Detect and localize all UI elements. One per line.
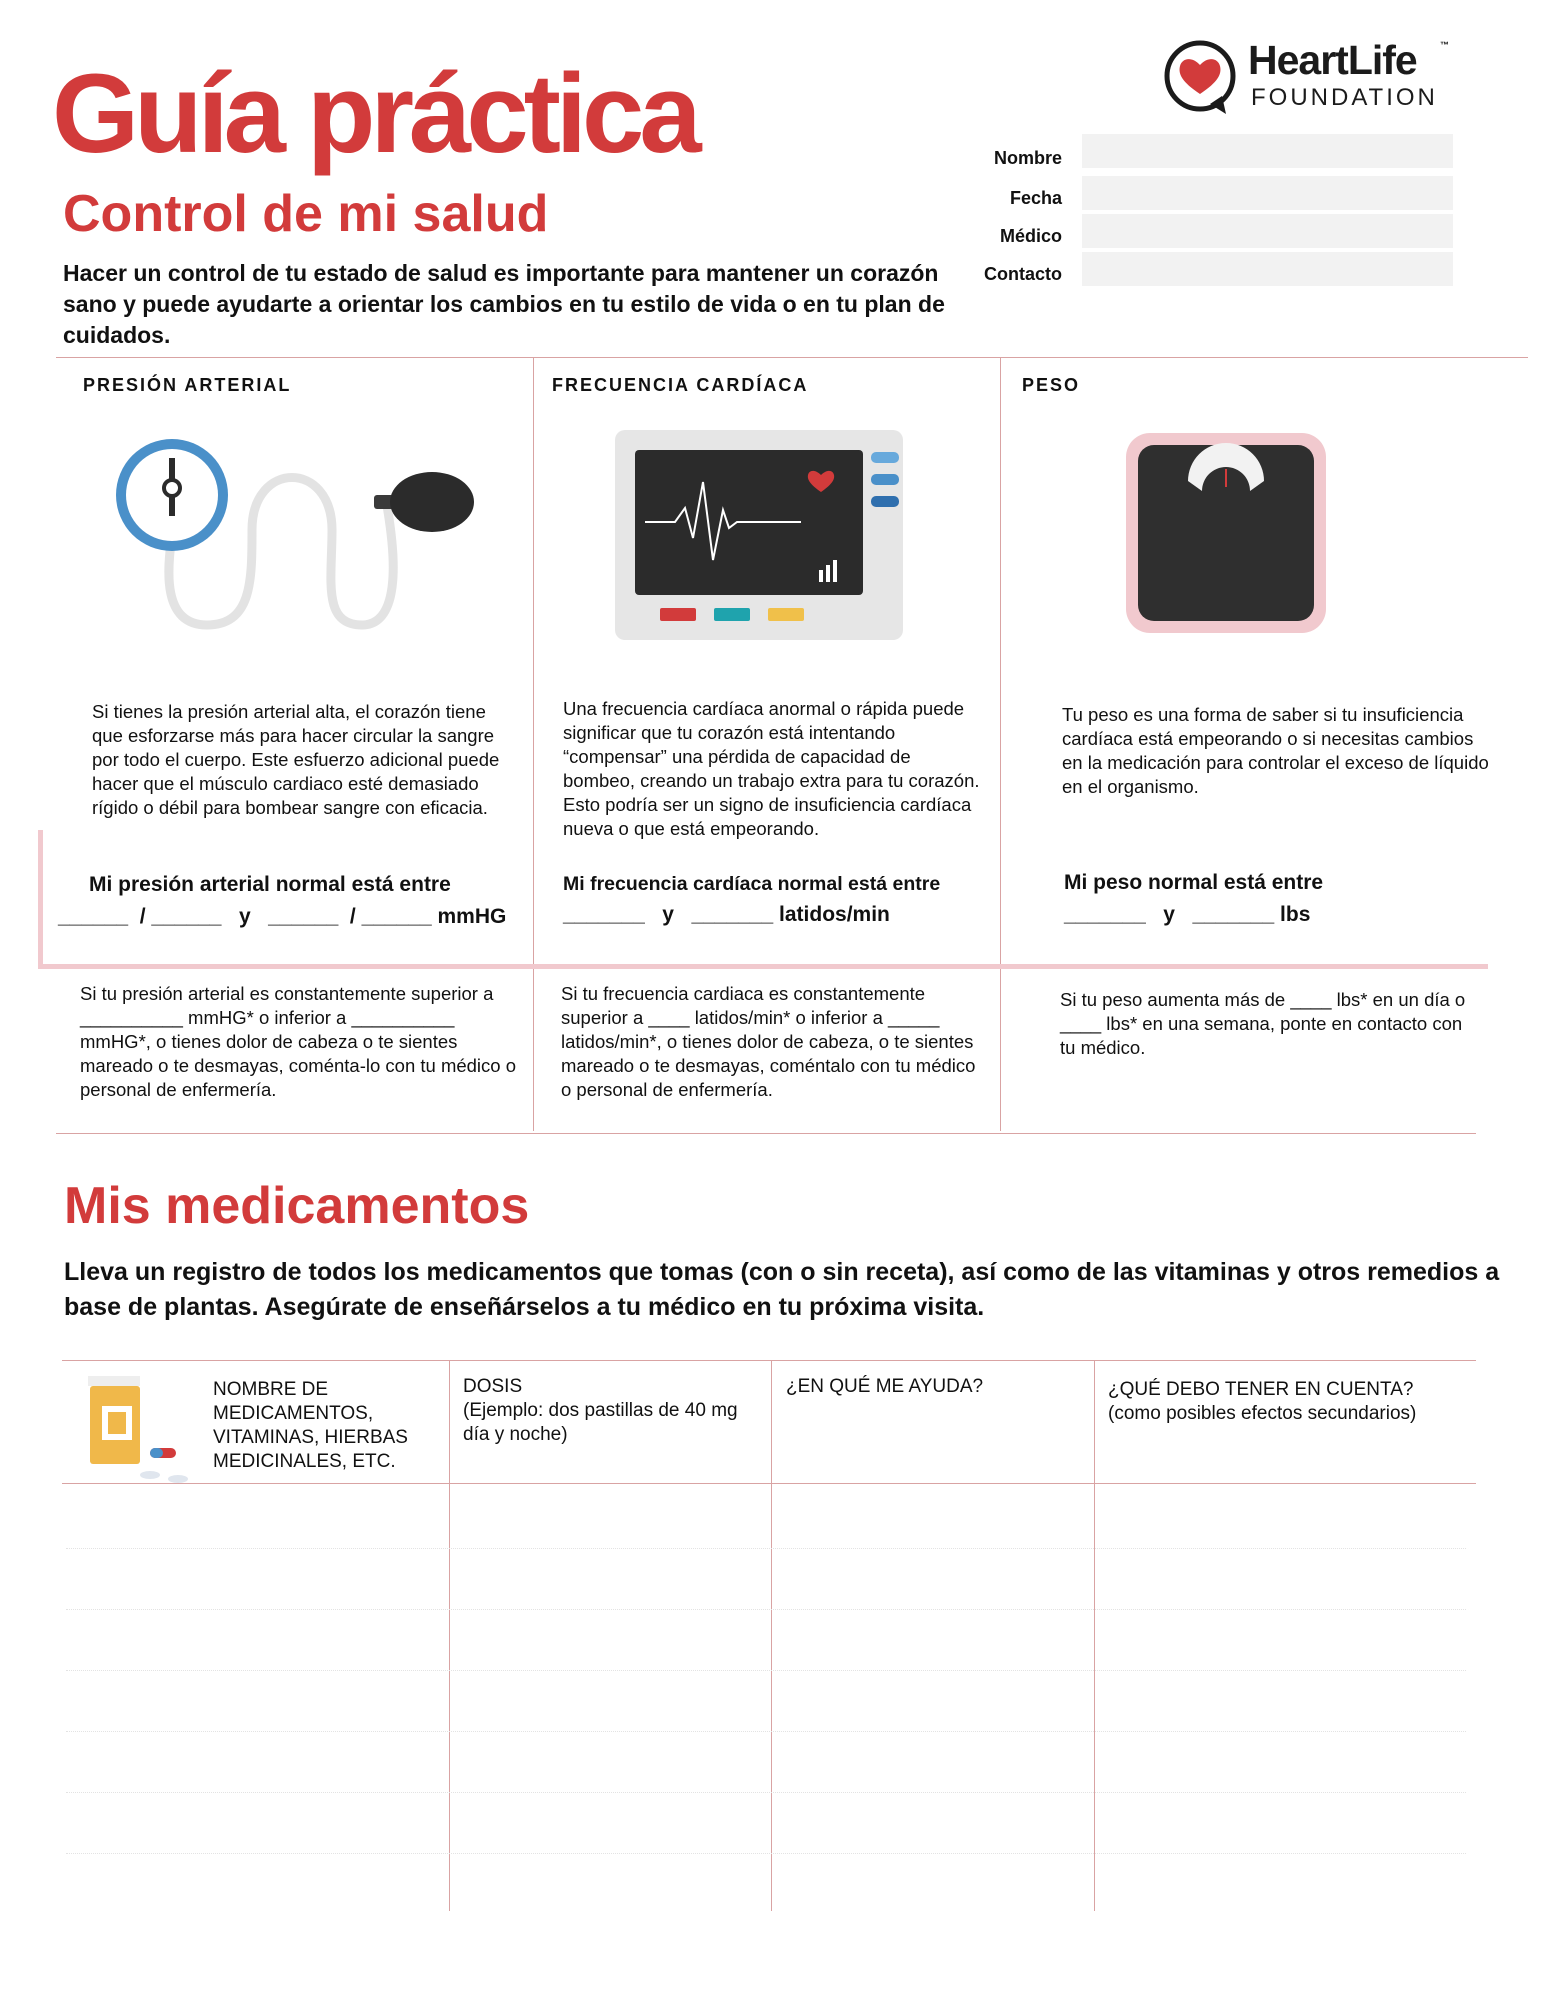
logo-name: HeartLife bbox=[1248, 37, 1418, 83]
blood-pressure-warning: Si tu presión arterial es constantemente… bbox=[80, 983, 517, 1100]
blood-pressure-blanks[interactable]: ______ / ______ y ______ / ______ mmHG bbox=[58, 905, 507, 928]
date-field[interactable] bbox=[1082, 176, 1453, 210]
col-header-considerations-note: (como posibles efectos secundarios) bbox=[1108, 1403, 1417, 1424]
doctor-field[interactable] bbox=[1082, 214, 1453, 248]
pill-bottle-icon bbox=[88, 1376, 188, 1483]
col-header-dosage: DOSIS bbox=[463, 1376, 523, 1397]
divider-col-1 bbox=[533, 358, 534, 1131]
med-table-top-line bbox=[62, 1360, 1476, 1361]
table-row[interactable] bbox=[66, 1670, 1466, 1671]
blood-pressure-monitor-icon bbox=[116, 439, 474, 630]
col-header-considerations: ¿QUÉ DEBO TENER EN CUENTA? bbox=[1108, 1379, 1414, 1400]
name-label: Nombre bbox=[993, 148, 1062, 168]
table-row[interactable] bbox=[66, 1853, 1466, 1854]
date-label: Fecha bbox=[1009, 188, 1062, 208]
pink-band-left bbox=[38, 830, 43, 968]
blood-pressure-heading: PRESIÓN ARTERIAL bbox=[83, 375, 292, 395]
logo-subtitle: FOUNDATION bbox=[1251, 84, 1438, 111]
heart-rate-warning: Si tu frecuencia cardiaca es constanteme… bbox=[561, 983, 976, 1100]
table-row[interactable] bbox=[66, 1548, 1466, 1549]
name-field[interactable] bbox=[1082, 134, 1453, 168]
blood-pressure-normal-label: Mi presión arterial normal está entre bbox=[89, 873, 451, 896]
col-header-dosage-note: (Ejemplo: dos pastillas de 40 mg día y n… bbox=[463, 1400, 738, 1445]
doctor-label: Médico bbox=[999, 226, 1062, 246]
table-row[interactable] bbox=[66, 1609, 1466, 1610]
medications-intro: Lleva un registro de todos los medicamen… bbox=[64, 1258, 1500, 1321]
weight-description: Tu peso es una forma de saber si tu insu… bbox=[1062, 704, 1489, 797]
page-title: Guía práctica bbox=[52, 51, 702, 176]
heartlife-logo: HeartLife ™ FOUNDATION bbox=[1162, 38, 1462, 118]
heart-rate-description: Una frecuencia cardíaca anormal o rápida… bbox=[563, 698, 980, 839]
pink-band bbox=[38, 964, 1488, 969]
heart-speech-bubble-icon bbox=[1164, 40, 1236, 114]
heart-rate-blanks[interactable]: _______ y _______ latidos/min bbox=[563, 903, 890, 926]
med-col-divider-1 bbox=[449, 1361, 450, 1911]
med-col-divider-3 bbox=[1094, 1361, 1095, 1911]
weight-heading: PESO bbox=[1022, 375, 1081, 395]
logo-trademark: ™ bbox=[1440, 40, 1449, 50]
col-header-medication-name: NOMBRE DE MEDICAMENTOS, VITAMINAS, HIERB… bbox=[213, 1379, 408, 1472]
intro-text: Hacer un control de tu estado de salud e… bbox=[63, 260, 945, 348]
heart-rate-heading: FRECUENCIA CARDÍACA bbox=[552, 375, 809, 395]
table-row[interactable] bbox=[66, 1792, 1466, 1793]
weight-normal-label: Mi peso normal está entre bbox=[1064, 871, 1324, 894]
heart-rate-monitor-icon bbox=[615, 430, 903, 640]
bathroom-scale-icon bbox=[1126, 433, 1326, 633]
divider-col-2 bbox=[1000, 358, 1001, 1131]
weight-blanks[interactable]: _______ y _______ lbs bbox=[1064, 903, 1311, 926]
contact-field[interactable] bbox=[1082, 252, 1453, 286]
col-header-purpose: ¿EN QUÉ ME AYUDA? bbox=[786, 1376, 984, 1397]
weight-warning: Si tu peso aumenta más de ____ lbs* en u… bbox=[1060, 989, 1466, 1058]
contact-label: Contacto bbox=[984, 264, 1062, 284]
divider-vitals-bottom bbox=[56, 1133, 1476, 1134]
divider-top bbox=[56, 357, 1528, 358]
page-subtitle: Control de mi salud bbox=[63, 185, 549, 243]
heart-rate-normal-label: Mi frecuencia cardíaca normal está entre bbox=[563, 873, 941, 895]
table-row[interactable] bbox=[66, 1731, 1466, 1732]
blood-pressure-description: Si tienes la presión arterial alta, el c… bbox=[92, 701, 500, 818]
med-col-divider-2 bbox=[771, 1361, 772, 1911]
med-table-header-line bbox=[62, 1483, 1476, 1484]
medications-title: Mis medicamentos bbox=[64, 1177, 530, 1235]
